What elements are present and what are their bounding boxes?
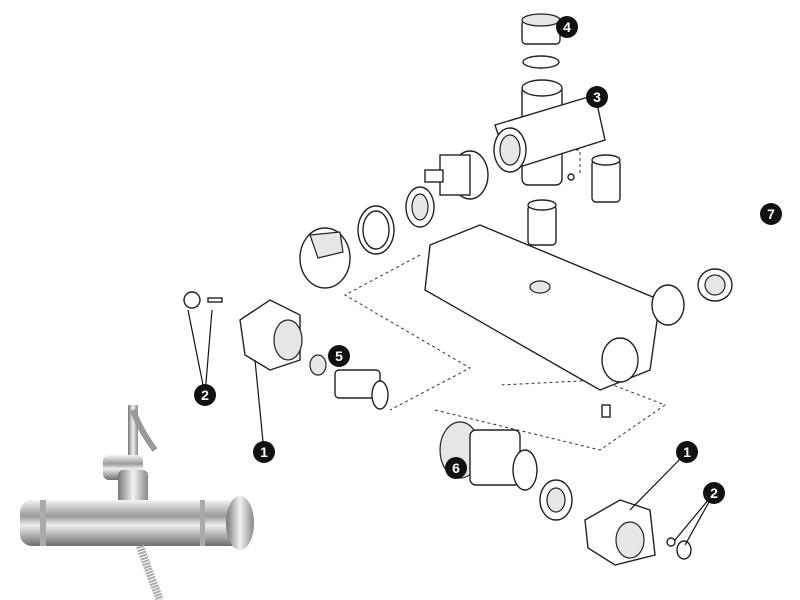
grub-screw xyxy=(601,404,611,418)
callout-5: 5 xyxy=(328,345,350,367)
diverter-handle xyxy=(299,227,351,289)
callout-1-left: 1 xyxy=(253,441,275,463)
nut-top xyxy=(521,13,561,69)
flow-handle-left xyxy=(239,299,303,371)
seal-ring xyxy=(357,186,435,255)
cartridge-small-right xyxy=(567,154,621,203)
callout-4: 4 xyxy=(556,16,578,38)
check-valve-middle xyxy=(527,199,557,246)
callout-7: 7 xyxy=(760,203,782,225)
diverter-cartridge xyxy=(424,150,489,200)
end-nut-right xyxy=(651,268,733,326)
callout-2-right: 2 xyxy=(703,482,725,504)
callout-6: 6 xyxy=(445,457,467,479)
callout-1-right: 1 xyxy=(676,441,698,463)
screw-and-cap-left xyxy=(183,291,223,309)
flow-cartridge xyxy=(309,354,389,410)
callout-3: 3 xyxy=(586,86,608,108)
product-photo-shower-valve xyxy=(20,405,254,600)
thermostatic-cartridge xyxy=(439,421,573,521)
screw-and-cap-right xyxy=(666,537,692,560)
valve-body-bar xyxy=(424,224,661,391)
callout-2-left: 2 xyxy=(194,384,216,406)
temperature-handle xyxy=(584,499,656,566)
tee-connector xyxy=(493,79,606,186)
